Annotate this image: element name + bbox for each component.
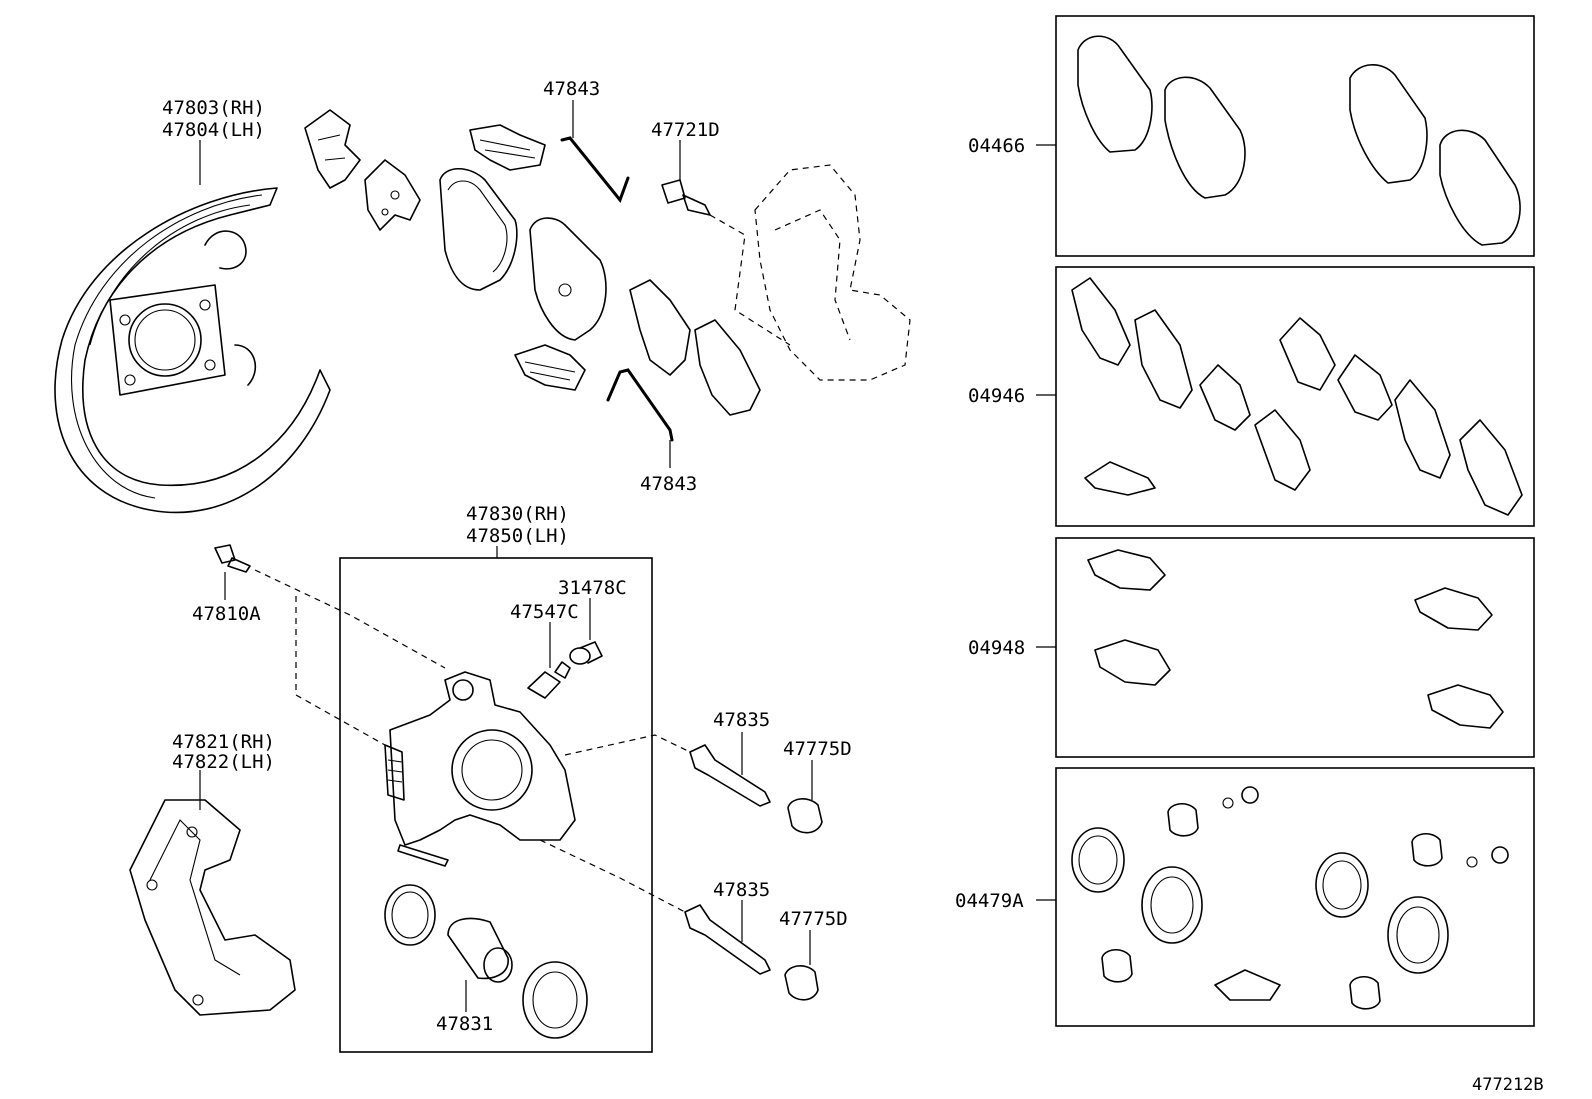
- pad-spring-top: [560, 136, 630, 204]
- assembly-dash-line: [254, 569, 446, 669]
- kit-label-04948: 04948: [968, 637, 1025, 659]
- label-47775d-bottom: 47775D: [779, 908, 848, 930]
- kit-04466-pads: [1077, 35, 1521, 246]
- kit-label-04466: 04466: [968, 135, 1025, 157]
- label-47803: 47803(RH): [162, 97, 265, 119]
- label-47843-bottom: 47843: [640, 473, 697, 495]
- pad-spring-bottom: [606, 368, 674, 442]
- label-31478c: 31478C: [558, 577, 627, 599]
- mounting-phantom: [754, 164, 911, 381]
- cap-illustration: [569, 641, 603, 665]
- diagram-id: 477212B: [1472, 1075, 1544, 1095]
- bleeder-bolt-illustration: [214, 544, 251, 573]
- label-47821: 47821(RH): [172, 731, 275, 753]
- assembly-dash-line: [295, 596, 386, 746]
- label-47835-top: 47835: [713, 709, 770, 731]
- slide-pin-illustration: [684, 744, 771, 975]
- kit-box-04466: [1055, 15, 1535, 257]
- part-labels: 47803(RH) 47804(LH) 47843 47721D 47843 4…: [162, 78, 1544, 1095]
- kit-box-04946: [1055, 266, 1535, 527]
- dust-cover-illustration: [54, 187, 331, 514]
- caliper-mounting-illustration: [129, 799, 296, 1016]
- assembly-dash-line: [539, 839, 686, 913]
- assembly-dash-line: [709, 214, 791, 346]
- caliper-assembly-box: [339, 557, 653, 1053]
- label-47831: 47831: [436, 1013, 493, 1035]
- label-47721d: 47721D: [651, 119, 720, 141]
- kit-04946-shims: [1071, 277, 1523, 516]
- caliper-body-illustration: [384, 671, 576, 867]
- assembly-dash-line: [564, 734, 691, 756]
- kit-label-04946: 04946: [968, 385, 1025, 407]
- shim-illustration: [304, 109, 421, 231]
- kit-04948-clips: [1087, 549, 1504, 729]
- bleeder-plug-illustration: [527, 661, 571, 699]
- label-47850: 47850(LH): [466, 525, 569, 547]
- kit-label-04479a: 04479A: [955, 890, 1024, 912]
- label-47835-bottom: 47835: [713, 879, 770, 901]
- piston-seal-illustration: [384, 884, 588, 1039]
- kit-04479a-seals: [1071, 786, 1509, 1010]
- label-47804: 47804(LH): [162, 119, 265, 141]
- label-47830: 47830(RH): [466, 503, 569, 525]
- kit-box-04479a: [1055, 767, 1535, 1027]
- brake-pad-illustration: [439, 167, 761, 416]
- label-47547c: 47547C: [510, 601, 579, 623]
- boot-illustration: [784, 798, 823, 1001]
- label-47843-top: 47843: [543, 78, 600, 100]
- support-plate-illustration: [469, 124, 586, 391]
- label-47822: 47822(LH): [172, 751, 275, 773]
- label-47775d-top: 47775D: [783, 738, 852, 760]
- kit-box-04948: [1055, 537, 1535, 758]
- bolt-illustration: [661, 179, 711, 216]
- label-47810a: 47810A: [192, 603, 261, 625]
